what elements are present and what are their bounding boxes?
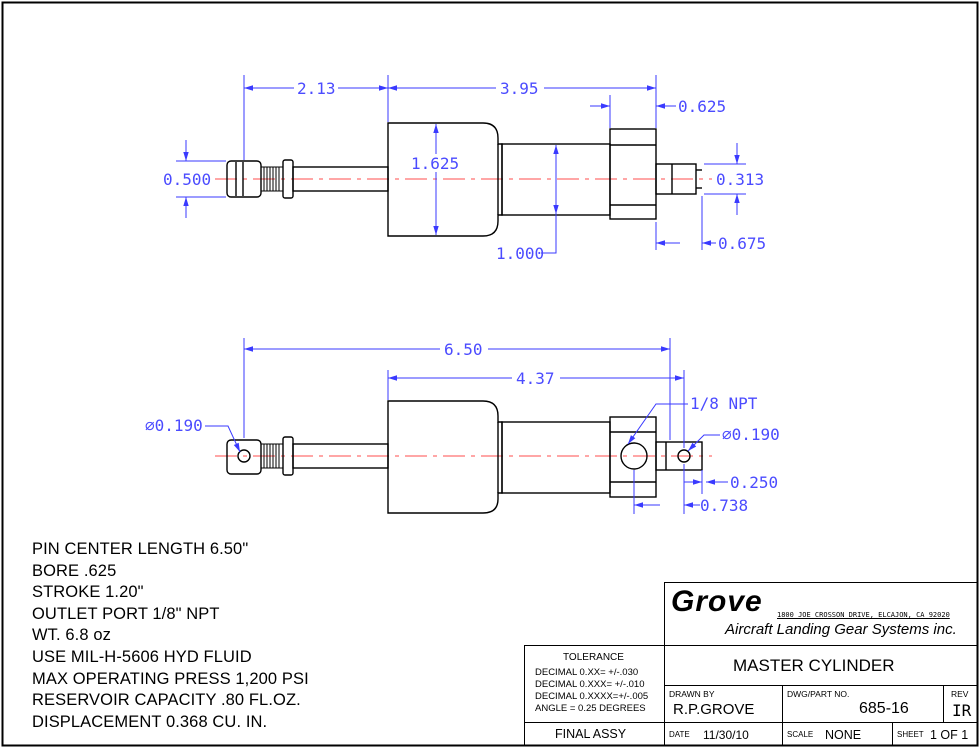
drawn-by-value: R.P.GROVE	[673, 701, 755, 718]
side-end-cap	[609, 416, 657, 498]
drawing-title: MASTER CYLINDER	[733, 656, 895, 675]
company-subtitle: Aircraft Landing Gear Systems inc.	[725, 621, 957, 638]
tolerance-box: TOLERANCE DECIMAL 0.XX= +/-.030 DECIMAL …	[524, 645, 665, 723]
dim-right-pin: ⌀0.190	[722, 425, 780, 444]
dim-overall: 6.50	[444, 340, 483, 359]
date-value: 11/30/10	[703, 728, 749, 742]
final-assy: FINAL ASSY	[555, 727, 627, 741]
dim-left-pin: ⌀0.190	[145, 416, 203, 435]
note-item: MAX OPERATING PRESS 1,200 PSI	[32, 669, 309, 688]
left-clevis	[226, 439, 262, 475]
note-item: USE MIL-H-5606 HYD FLUID	[32, 647, 252, 666]
rod-threads	[260, 166, 284, 192]
scale-box: SCALE NONE	[782, 722, 893, 746]
dim-body-dia: 1.625	[411, 154, 459, 173]
dwg-value: 685-16	[859, 700, 909, 717]
top-view: 2.13 3.95 0.625 0.500 1.625 1.000	[160, 75, 766, 263]
outlet-stub	[655, 163, 697, 195]
dim-pin-offset: 0.250	[730, 473, 778, 492]
note-item: OUTLET PORT 1/8" NPT	[32, 604, 220, 623]
note-item: BORE .625	[32, 561, 117, 580]
company-logo: Grove	[671, 585, 763, 618]
note-item: WT. 6.8 oz	[32, 626, 111, 645]
dim-len-b: 3.95	[500, 79, 539, 98]
dim-port: 1/8 NPT	[690, 394, 758, 413]
company-address: 1800 JOE CROSSON DRIVE, ELCAJON, CA 9202…	[777, 611, 950, 619]
dim-port-offset: 0.738	[700, 496, 748, 515]
date-label: DATE	[669, 730, 690, 739]
dwg-box: DWG/PART NO. 685-16	[782, 685, 944, 723]
dim-cap-width: 0.625	[678, 97, 726, 116]
sheet-value: 1 OF 1	[930, 728, 969, 742]
dim-rod-dia: 0.500	[163, 170, 211, 189]
sheet-label: SHEET	[897, 730, 924, 739]
rev-box: REV IR	[943, 685, 978, 723]
note-item: DISPLACEMENT 0.368 CU. IN.	[32, 712, 268, 731]
company-box: Grove 1800 JOE CROSSON DRIVE, ELCAJON, C…	[664, 582, 978, 646]
drawn-by-label: DRAWN BY	[669, 689, 715, 699]
right-clevis	[655, 441, 703, 471]
dim-body-to-pin: 4.37	[516, 369, 555, 388]
note-item: PIN CENTER LENGTH 6.50"	[32, 540, 249, 558]
tolerance-line: DECIMAL 0.XXX= +/-.010	[535, 679, 645, 690]
sheet-box: SHEET 1 OF 1	[892, 722, 978, 746]
final-box: FINAL ASSY	[524, 722, 665, 746]
tolerance-line: DECIMAL 0.XXXX=+/-.005	[535, 691, 649, 702]
side-view: 6.50 4.37 1/8 NPT ⌀0.190 ⌀0.190 0.250	[145, 338, 780, 515]
notes-list: PIN CENTER LENGTH 6.50" BORE .625 STROKE…	[32, 539, 309, 733]
dim-neck-dia: 1.000	[496, 244, 544, 263]
rev-value: IR	[952, 701, 972, 720]
dim-outlet-len: 0.675	[718, 234, 766, 253]
side-cylinder-body	[387, 400, 503, 514]
dim-len-a: 2.13	[297, 79, 336, 98]
drawn-by-box: DRAWN BY R.P.GROVE	[664, 685, 783, 723]
dim-outlet-dia: 0.313	[716, 170, 764, 189]
tolerance-line: DECIMAL 0.XX= +/-.030	[535, 667, 639, 678]
side-rod-threads	[260, 443, 284, 469]
scale-label: SCALE	[787, 730, 814, 739]
note-item: RESERVOIR CAPACITY .80 FL.OZ.	[32, 691, 301, 710]
right-pin-hole	[677, 449, 691, 463]
date-box: DATE 11/30/10	[664, 722, 783, 746]
note-item: STROKE 1.20"	[32, 583, 144, 602]
dwg-label: DWG/PART NO.	[787, 689, 850, 699]
tolerance-heading: TOLERANCE	[563, 652, 624, 663]
left-pin-hole	[237, 449, 251, 463]
scale-value: NONE	[825, 728, 862, 742]
rev-label: REV	[951, 689, 969, 699]
tolerance-line: ANGLE = 0.25 DEGREES	[535, 703, 646, 714]
title-box: MASTER CYLINDER	[664, 645, 978, 686]
